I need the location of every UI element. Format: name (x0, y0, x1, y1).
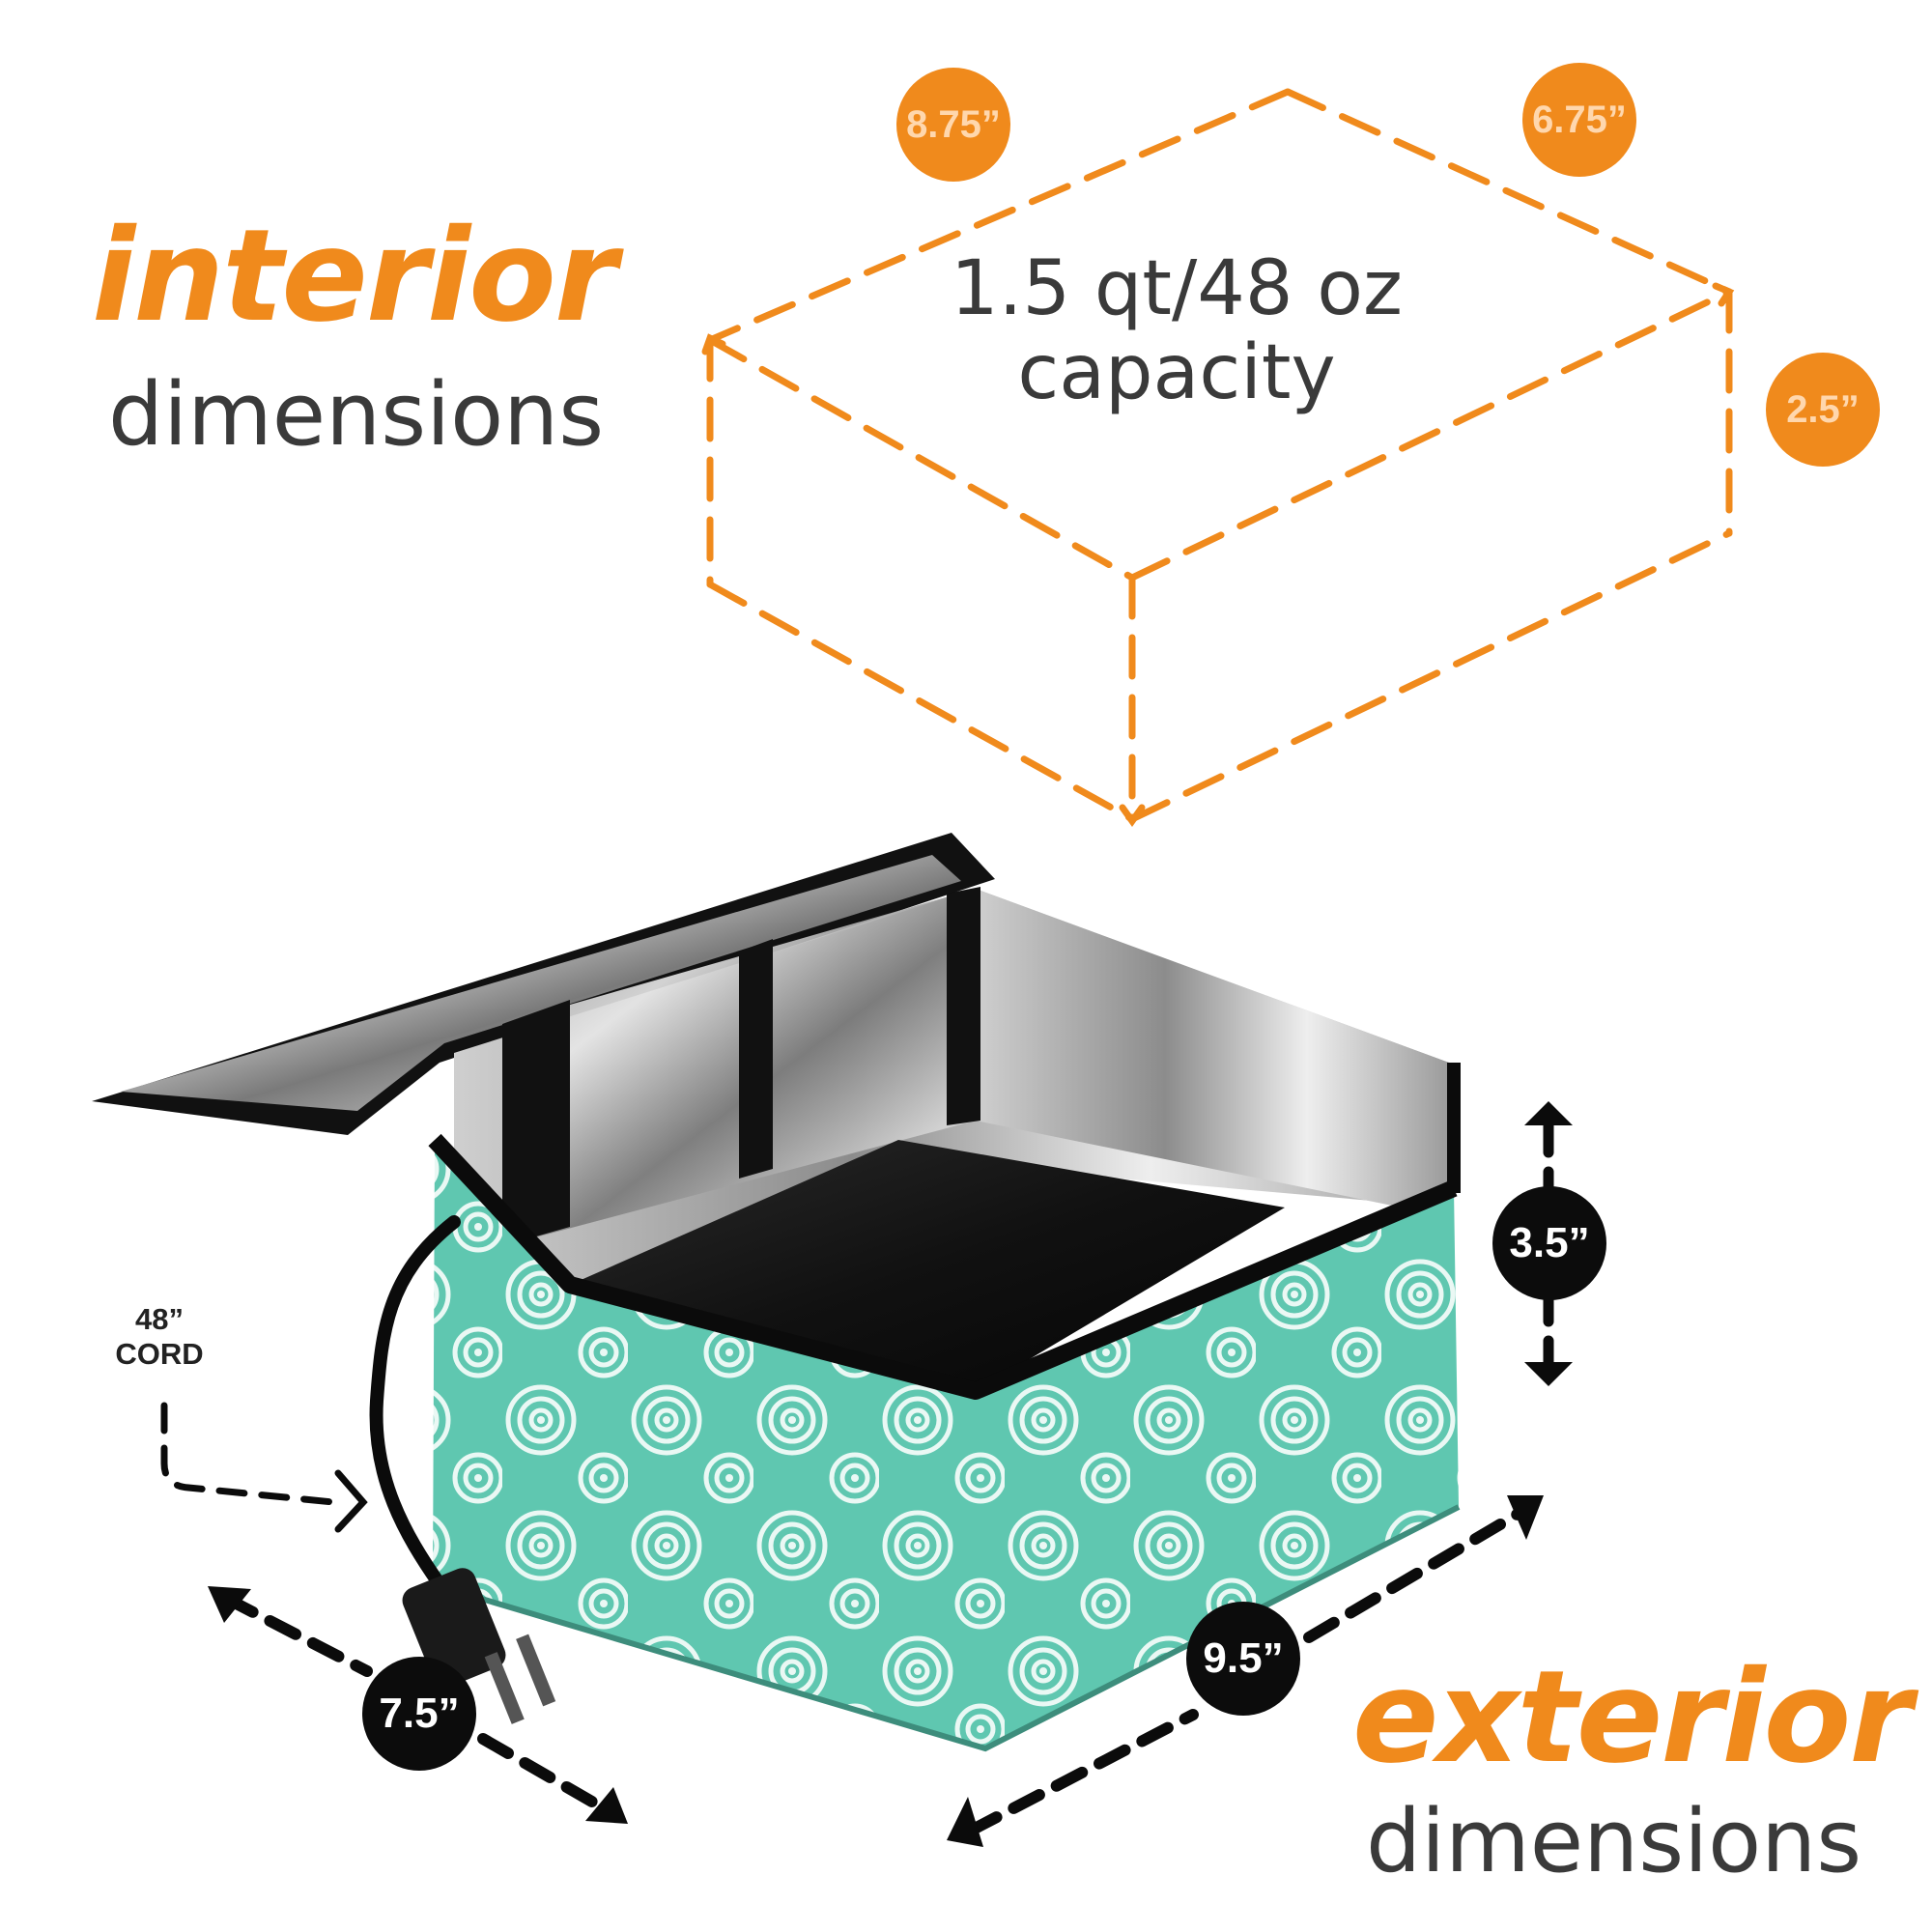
interior-title: interior (92, 202, 617, 351)
exterior-length-badge: 9.5” (1186, 1602, 1300, 1716)
cord-word: CORD (115, 1336, 204, 1371)
exterior-depth-arrow (208, 1586, 628, 1824)
exterior-depth-badge: 7.5” (362, 1657, 476, 1771)
cord-label: 48” CORD (106, 1302, 213, 1371)
interior-length-badge: 8.75” (896, 68, 1010, 182)
cord-length: 48” (135, 1302, 184, 1336)
interior-width-badge: 6.75” (1522, 63, 1636, 177)
capacity-label: 1.5 qt/48 oz capacity (887, 245, 1466, 417)
cord-pointer-arrow (160, 1402, 368, 1533)
bag-lid (92, 833, 995, 1135)
exterior-length-arrow (947, 1495, 1544, 1847)
interior-dashed-box (706, 88, 1733, 823)
exterior-title: exterior (1352, 1643, 1912, 1792)
interior-subtitle: dimensions (108, 364, 605, 466)
capacity-volume: 1.5 qt/48 oz (951, 245, 1403, 332)
bag-body (428, 1063, 1461, 1752)
bag-inner-walls (454, 887, 1449, 1285)
interior-height-badge: 2.5” (1766, 353, 1880, 467)
exterior-subtitle: dimensions (1366, 1791, 1862, 1892)
capacity-word: capacity (1017, 329, 1336, 417)
exterior-height-badge: 3.5” (1492, 1186, 1606, 1300)
